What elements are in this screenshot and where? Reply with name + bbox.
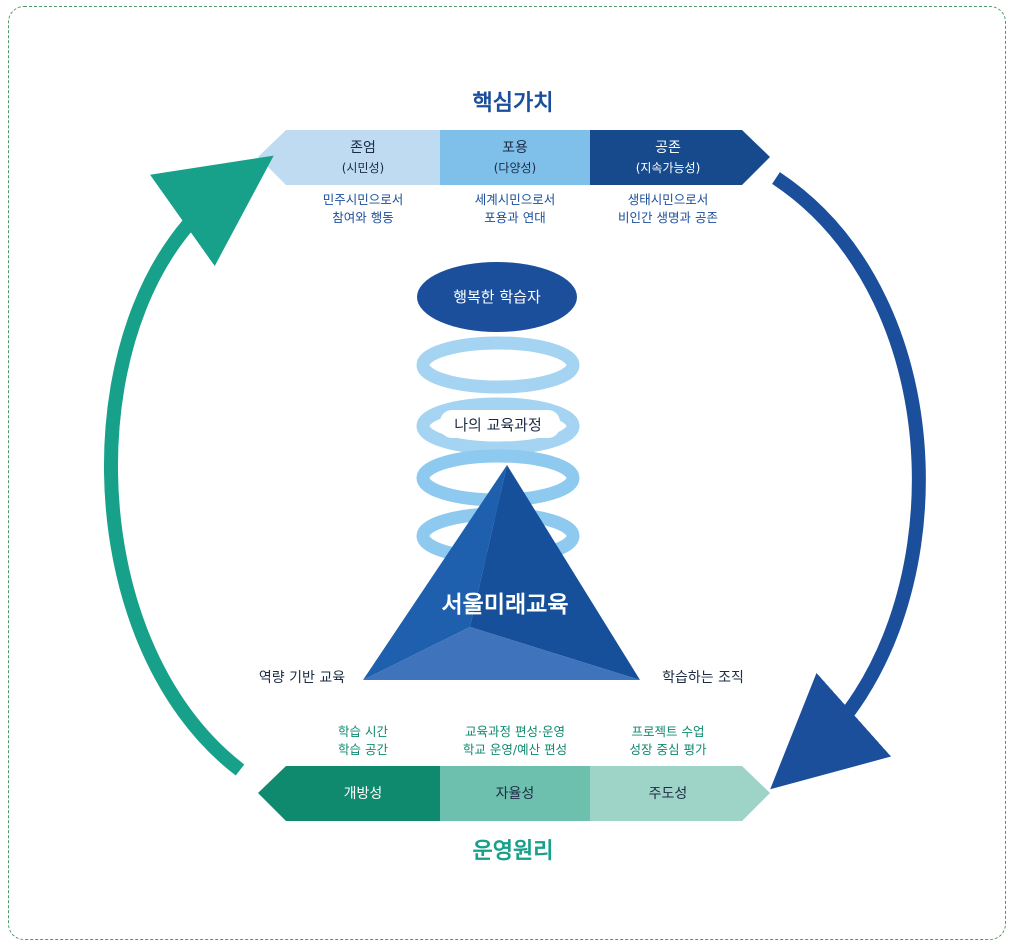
principle-name: 주도성 xyxy=(649,786,688,802)
principle-desc: 학습 시간 xyxy=(338,724,388,739)
principle-band-autonomy xyxy=(440,766,590,821)
learning-organization-label: 학습하는 조직 xyxy=(662,670,744,686)
principle-desc: 학교 운영/예산 편성 xyxy=(463,742,567,757)
core-value-sub: (지속가능성) xyxy=(636,161,701,175)
principle-desc: 성장 중심 평가 xyxy=(630,742,707,757)
core-value-band-coexistence xyxy=(590,130,770,185)
core-value-desc: 민주시민으로서 xyxy=(323,192,404,207)
principle-band-agency xyxy=(590,766,770,821)
core-value-name: 존엄 xyxy=(350,140,376,156)
core-value-band-inclusion xyxy=(440,130,590,185)
operating-principles-band xyxy=(258,766,770,821)
principle-name: 개방성 xyxy=(344,786,383,802)
core-values-title: 핵심가치 xyxy=(473,91,554,116)
core-values-band xyxy=(258,130,770,185)
core-value-name: 공존 xyxy=(655,140,681,156)
operating-principles-title: 운영원리 xyxy=(473,839,554,864)
happy-learner-label: 행복한 학습자 xyxy=(453,288,541,306)
pyramid-label: 서울미래교육 xyxy=(442,592,569,618)
core-value-sub: (다양성) xyxy=(494,161,536,175)
core-value-desc: 비인간 생명과 공존 xyxy=(618,210,718,225)
core-value-desc: 참여와 행동 xyxy=(332,210,393,225)
core-value-sub: (시민성) xyxy=(342,161,384,175)
cycle-arrow-left xyxy=(104,155,274,776)
competency-education-label: 역량 기반 교육 xyxy=(259,670,345,686)
principle-desc: 프로젝트 수업 xyxy=(632,724,705,739)
principle-desc: 교육과정 편성·운영 xyxy=(465,724,565,739)
principle-band-openness xyxy=(258,766,440,821)
curriculum-label-bg xyxy=(440,410,560,438)
core-value-desc: 생태시민으로서 xyxy=(628,192,709,207)
my-curriculum-label: 나의 교육과정 xyxy=(454,416,542,434)
principle-name: 자율성 xyxy=(496,786,535,802)
seoul-future-pyramid xyxy=(363,465,640,680)
dashed-frame xyxy=(8,6,1006,940)
happy-learner-ellipse xyxy=(417,262,577,332)
core-value-desc: 세계시민으로서 xyxy=(475,192,556,207)
core-value-name: 포용 xyxy=(502,140,528,156)
core-value-band-dignity xyxy=(258,130,440,185)
cycle-arrow-right xyxy=(770,172,926,790)
principle-desc: 학습 공간 xyxy=(338,742,388,757)
core-value-desc: 포용과 연대 xyxy=(484,210,545,225)
